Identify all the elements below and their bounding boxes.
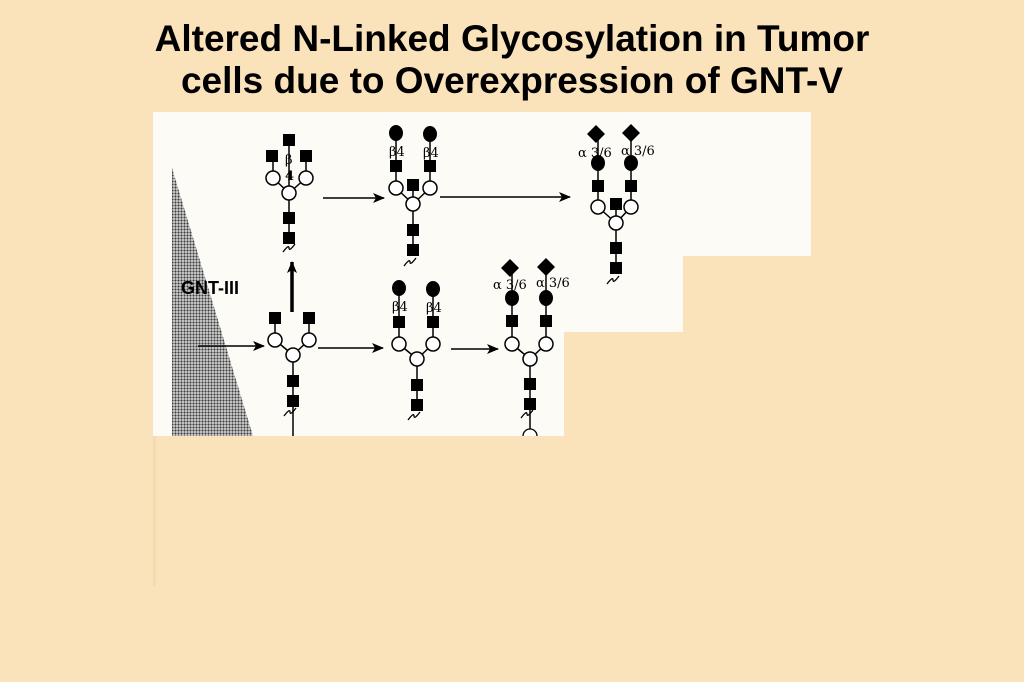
glcnac-symbol [266,150,278,162]
mannose-symbol [504,336,520,352]
glcnac-symbol [407,224,419,236]
glycan-structure-galactosylated-bisected: β4 β4 [388,125,439,267]
glcnac-symbol [393,316,405,328]
galactose-symbol [426,281,440,297]
linkage-label: α 3/6 [578,146,612,161]
mannose-symbol [405,196,421,212]
linkage-label: α 3/6 [621,144,655,159]
mannose-symbol [391,336,407,352]
glcnac-symbol [524,398,536,410]
glcnac-symbol [506,315,518,327]
glcnac-symbol [283,232,295,244]
glycan-structure-bisected: β 4 [265,134,314,253]
mannose-symbol [301,332,317,348]
galactose-symbol [423,126,437,142]
glcnac-symbol [610,262,622,274]
linkage-label: β4 [426,301,442,316]
asparagine-linker [282,243,296,253]
glycan-structure-sialylated-bisected: α 3/6 α 3/6 [578,124,655,285]
asparagine-linker [520,409,534,419]
mannose-symbol [623,199,639,215]
asparagine-linker [407,411,421,421]
mannose-symbol [522,351,538,367]
glcnac-symbol [283,212,295,224]
mannose-symbol [608,215,624,231]
diagram-panel [153,112,811,436]
mannose-symbol [388,180,404,196]
mannose-symbol [538,336,554,352]
mannose-symbol [281,185,297,201]
glcnac-symbol [610,198,622,210]
glcnac-symbol [407,179,419,191]
glcnac-symbol [411,399,423,411]
galactose-symbol [591,155,605,171]
galactose-symbol [505,290,519,306]
expression-gradient-wedge [172,168,253,436]
glcnac-symbol [287,375,299,387]
linkage-label: α 3/6 [536,276,570,291]
glcnac-symbol [540,315,552,327]
mannose-symbol [265,170,281,186]
glcnac-symbol [283,134,295,146]
slide-title-line-2: cells due to Overexpression of GNT-V [180,60,844,101]
sialic-acid-symbol [537,258,555,276]
sialic-acid-symbol [501,259,519,277]
galactose-symbol [624,155,638,171]
glycan-structure-core [267,312,317,436]
galactose-symbol [539,290,553,306]
mannose-symbol [422,180,438,196]
glcnac-symbol [303,312,315,324]
gnt-iii-label: GNT-III [181,278,239,298]
glcnac-symbol [524,378,536,390]
glcnac-symbol [424,160,436,172]
glcnac-symbol [427,316,439,328]
linkage-label: β4 [392,300,408,315]
mannose-symbol [285,347,301,363]
panel-shadow [153,436,156,586]
asparagine-linker [606,275,620,285]
glcnac-symbol [287,395,299,407]
glcnac-symbol [411,379,423,391]
mannose-symbol [409,351,425,367]
glcnac-symbol [625,180,637,192]
slide-title-line-1: Altered N-Linked Glycosylation in Tumor [154,18,870,59]
cut-off-symbol [522,428,538,437]
glcnac-symbol [269,312,281,324]
glcnac-symbol [592,180,604,192]
linkage-label: β4 [389,145,405,160]
linkage-label: β [285,153,293,168]
mannose-symbol [298,170,314,186]
glycan-structure-sialylated: α 3/6 α 3/6 [493,258,570,437]
asparagine-linker [403,257,417,267]
slide-title: Altered N-Linked Glycosylation in Tumor … [0,18,1024,102]
asparagine-linker [283,407,297,417]
sialic-acid-symbol [587,125,605,143]
glycan-structure-galactosylated: β4 β4 [391,280,442,421]
glcnac-symbol [407,244,419,256]
glcnac-symbol [610,242,622,254]
mannose-symbol [590,199,606,215]
glcnac-symbol [390,160,402,172]
galactose-symbol [392,280,406,296]
linkage-label: 4 [285,169,294,184]
linkage-label: α 3/6 [493,278,527,293]
sialic-acid-symbol [622,124,640,142]
mannose-symbol [425,336,441,352]
galactose-symbol [389,125,403,141]
mannose-symbol [267,332,283,348]
linkage-label: β4 [423,146,439,161]
glcnac-symbol [300,150,312,162]
